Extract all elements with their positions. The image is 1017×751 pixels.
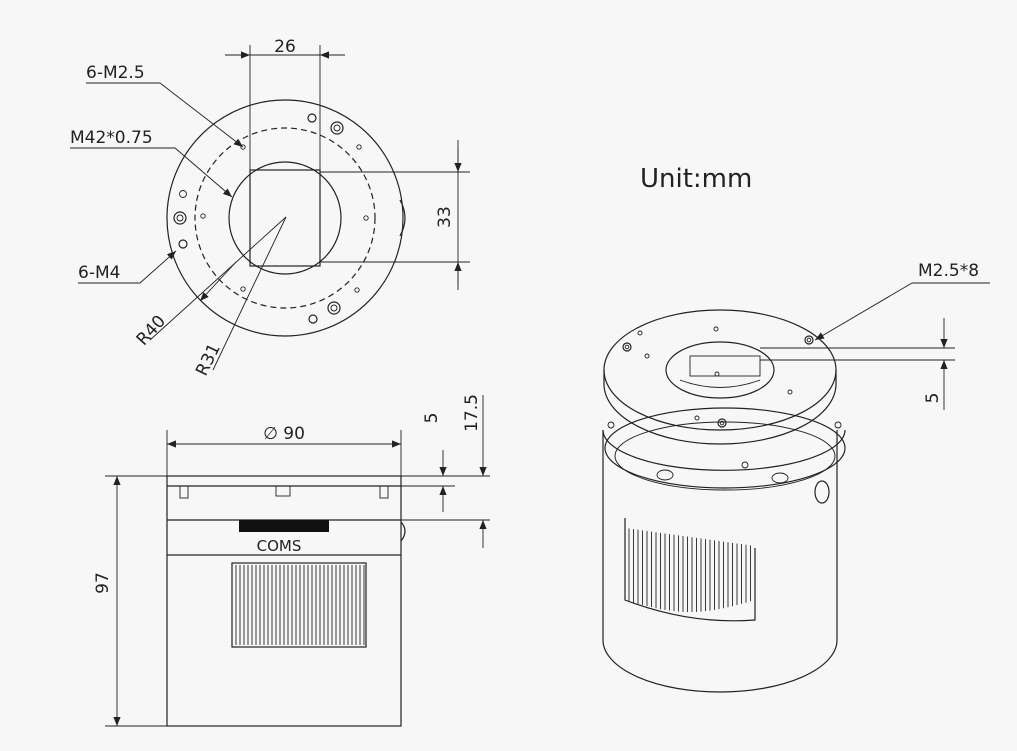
bolt-circle — [194, 127, 376, 309]
m42-thread-circle — [228, 161, 342, 275]
iso-heatsink-fins — [628, 528, 751, 612]
coms-bar — [239, 520, 329, 532]
label-m42: M42*0.75 — [70, 128, 153, 148]
sensor-window — [249, 169, 321, 267]
dim-5-side-label: 5 — [422, 413, 442, 424]
label-r40: R40 — [133, 312, 170, 350]
dim-175-label: 17.5 — [462, 394, 482, 432]
label-6-m4: 6-M4 — [78, 263, 120, 283]
side-port — [399, 199, 406, 237]
m25-holes — [179, 144, 369, 293]
dim-33-label: 33 — [435, 206, 455, 228]
front-view: 26 33 6-M2.5 M42*0.75 6-M4 R40 R31 — [70, 37, 470, 379]
dim-90-label: ∅ 90 — [263, 424, 305, 444]
label-6-m25: 6-M2.5 — [86, 63, 145, 83]
dim-26-label: 26 — [274, 37, 296, 57]
dim-5-iso-label: 5 — [923, 393, 943, 404]
label-coms: COMS — [257, 537, 302, 555]
dim-97-label: 97 — [93, 572, 113, 594]
label-m25x8: M2.5*8 — [918, 261, 979, 281]
unit-label: Unit:mm — [640, 164, 752, 194]
outer-circle-r40 — [166, 99, 404, 337]
isometric-view: M2.5*8 5 — [602, 261, 990, 693]
m4-holes — [173, 113, 344, 324]
heatsink-fins — [235, 565, 365, 645]
side-view: COMS ∅ 90 97 5 17.5 — [93, 394, 490, 727]
label-r31: R31 — [192, 340, 225, 379]
